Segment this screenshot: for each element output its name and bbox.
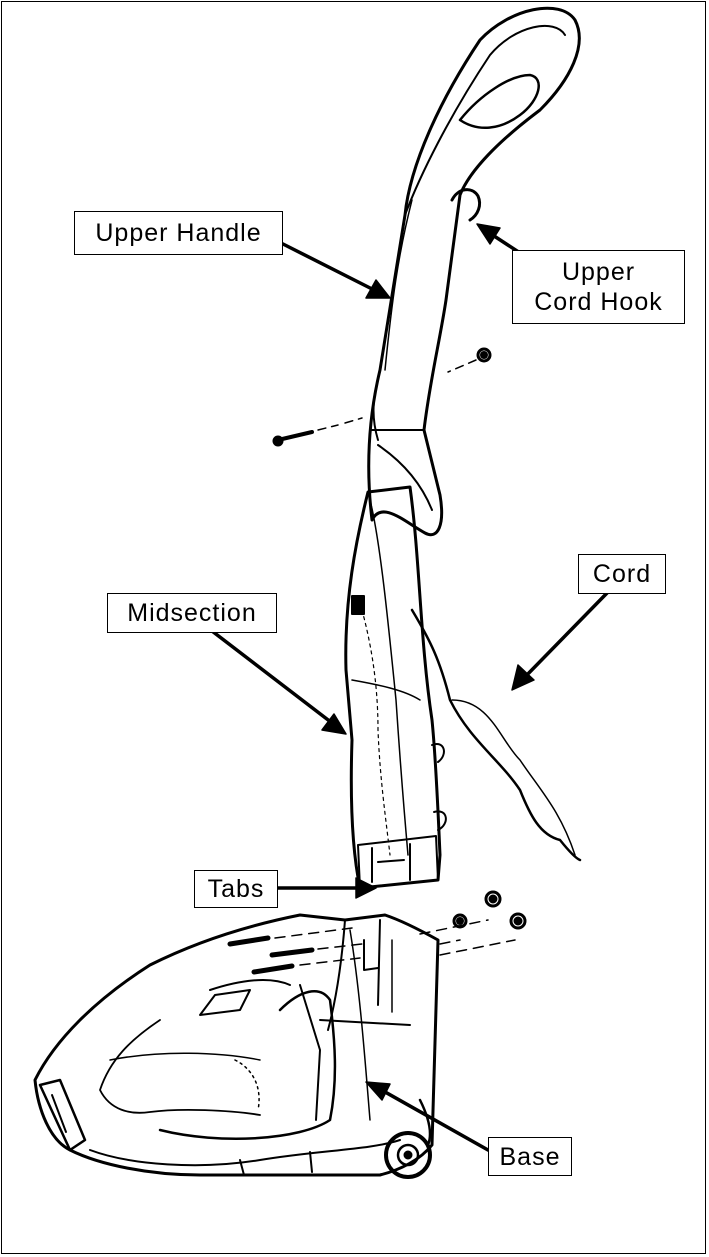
midsection-label: Midsection: [107, 593, 277, 633]
base-label: Base: [488, 1137, 572, 1176]
upper-screw-part: [272, 417, 363, 447]
cord-part: [410, 608, 582, 862]
lower-nuts-part: [452, 890, 527, 930]
midsection-leader-arrow: [210, 629, 347, 735]
cord-leader-arrow: [511, 590, 610, 691]
lower-screws-part: [227, 919, 516, 975]
base-part: [33, 913, 440, 1179]
tabs-text: Tabs: [207, 875, 265, 903]
tabs-leader-arrow: [276, 877, 377, 899]
midsection-part: [344, 485, 447, 890]
tabs-label: Tabs: [194, 870, 278, 908]
upper-cord-hook-text-line2: Cord Hook: [534, 288, 663, 316]
upper-cord-hook-text-line1: Upper: [561, 258, 636, 286]
upper-handle-label: Upper Handle: [74, 211, 283, 255]
upper-handle-leader-arrow: [281, 242, 391, 299]
base-leader-arrow: [365, 1081, 490, 1152]
upper-cord-hook-label: Upper Cord Hook: [512, 250, 685, 324]
cord-label: Cord: [578, 554, 666, 594]
cord-text: Cord: [592, 560, 652, 588]
upper-nut-part: [447, 347, 492, 373]
upper-cord-hook-part: [450, 188, 482, 222]
upper-handle-part: [367, 6, 581, 537]
base-text: Base: [499, 1142, 561, 1171]
upper-handle-text: Upper Handle: [95, 219, 262, 247]
midsection-text: Midsection: [127, 599, 257, 627]
